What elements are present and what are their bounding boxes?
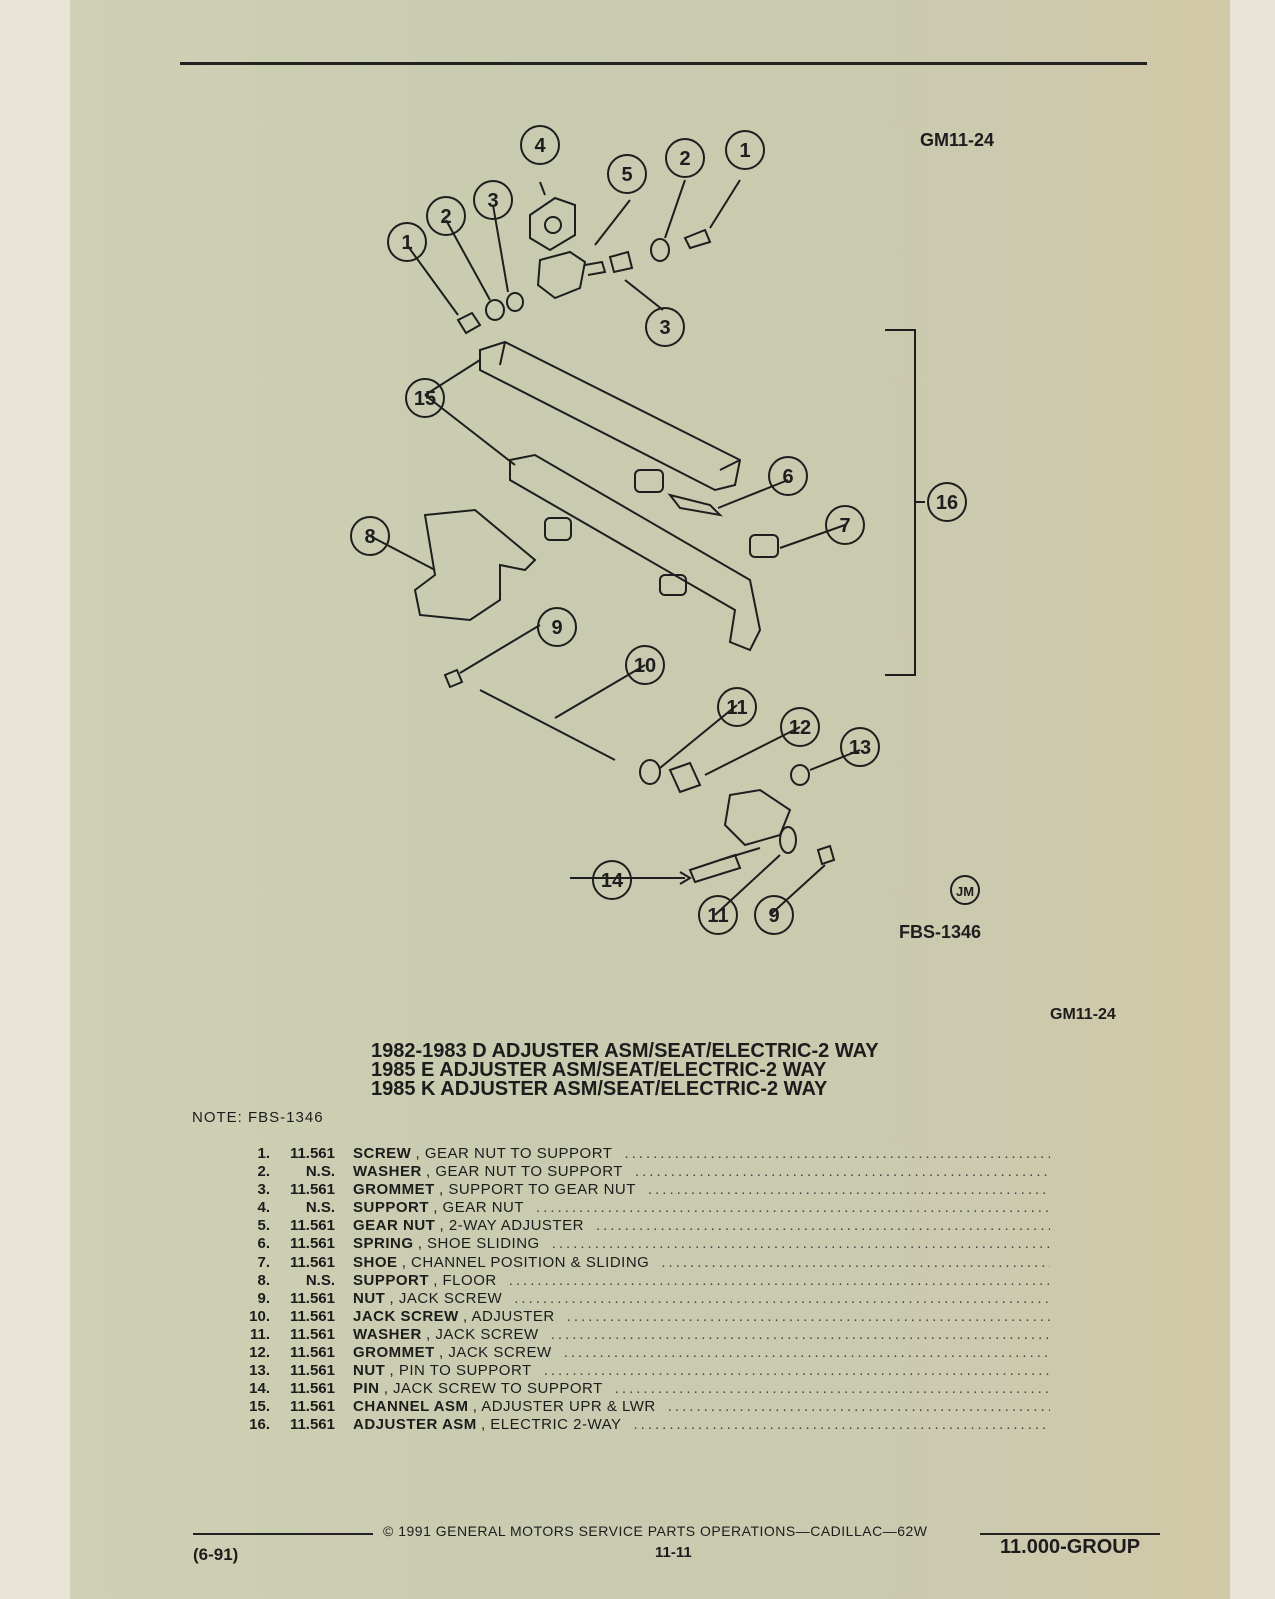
callout-label: 8 [364,526,375,548]
page-number: 11-11 [655,1544,692,1561]
callout-label: 1 [739,140,750,162]
support-gear-nut-part [529,196,576,252]
section-ref: GM11-24 [1050,1006,1116,1023]
footer-rule-right [980,1533,1160,1535]
shoe-part-1 [634,469,664,493]
document-page [70,0,1230,1599]
callout-label: 16 [936,492,958,514]
diagram-ref-code: FBS-1346 [899,922,981,942]
callout-label: 5 [621,164,632,186]
callout-label: 3 [659,317,670,339]
callout-label: 1 [401,232,412,254]
title-line: 1985 E ADJUSTER ASM/SEAT/ELECTRIC-2 WAY [371,1059,827,1081]
title-line: 1985 K ADJUSTER ASM/SEAT/ELECTRIC-2 WAY [371,1078,828,1100]
screw-part [683,228,712,250]
screw-left-part [456,311,482,335]
nut-part-right [816,844,836,866]
jack-screw-part [479,689,616,761]
pin-part [688,853,742,884]
callout-label: 9 [768,905,779,927]
title-line: 1982-1983 D ADJUSTER ASM/SEAT/ELECTRIC-2… [371,1040,879,1062]
figure-ref-top: GM11-24 [920,130,995,150]
exploded-parts-diagram: 4 5 2 1 2 3 1 3 15 6 16 8 7 9 10 11 12 1… [350,125,981,942]
upper-channel-part [479,340,742,492]
callout-label: 6 [782,466,793,488]
washer-part [650,238,670,262]
floor-support-part [413,508,537,622]
title-block: 1982-1983 D ADJUSTER ASM/SEAT/ELECTRIC-2… [371,1040,879,1100]
callout-label: 13 [849,737,871,759]
shoe-part-2 [544,517,572,541]
list-item: 2.N.S.WASHER , GEAR NUT TO SUPPORT......… [257,1163,1050,1181]
callout-label: 10 [634,655,656,677]
group-label: 11.000-GROUP [1000,1536,1141,1558]
initials-mark: JM [956,884,974,899]
washer-jack-part [639,759,661,785]
washer-left-part [485,299,505,321]
callout-label: 2 [440,206,451,228]
callout-label: 14 [601,870,624,892]
callout-label: 15 [414,388,436,410]
callout-label: 11 [726,697,747,719]
shoe-part-3 [659,574,687,596]
callout-label: 2 [679,148,690,170]
callout-label: 12 [789,717,811,739]
callout-label: 9 [551,617,562,639]
spring-part [667,493,723,517]
lower-channel-part [509,453,762,652]
grommet-jack-part [668,761,702,794]
shoe-part-4 [749,534,779,558]
list-item: 4.N.S.SUPPORT , GEAR NUT................… [257,1199,1050,1217]
grommet-left-part [506,292,524,312]
callout-label: 11 [707,905,728,927]
note-text: NOTE: FBS-1346 [192,1109,324,1126]
footer-rule-left [193,1533,373,1535]
gear-nut-part [536,250,607,300]
nut-part-left [443,668,464,689]
list-item: 8.N.S.SUPPORT , FLOOR...................… [257,1271,1050,1289]
copyright-line: © 1991 GENERAL MOTORS SERVICE PARTS OPER… [383,1523,928,1539]
grommet-part [608,250,634,274]
assembly-bracket [885,329,925,676]
callout-label: 4 [534,135,546,157]
washer-lower-part [779,826,797,854]
nut-pin-part [790,764,810,786]
revision-date: (6-91) [193,1545,239,1564]
callout-label: 3 [487,190,498,212]
top-rule [180,62,1147,65]
callout-label: 7 [839,515,850,537]
